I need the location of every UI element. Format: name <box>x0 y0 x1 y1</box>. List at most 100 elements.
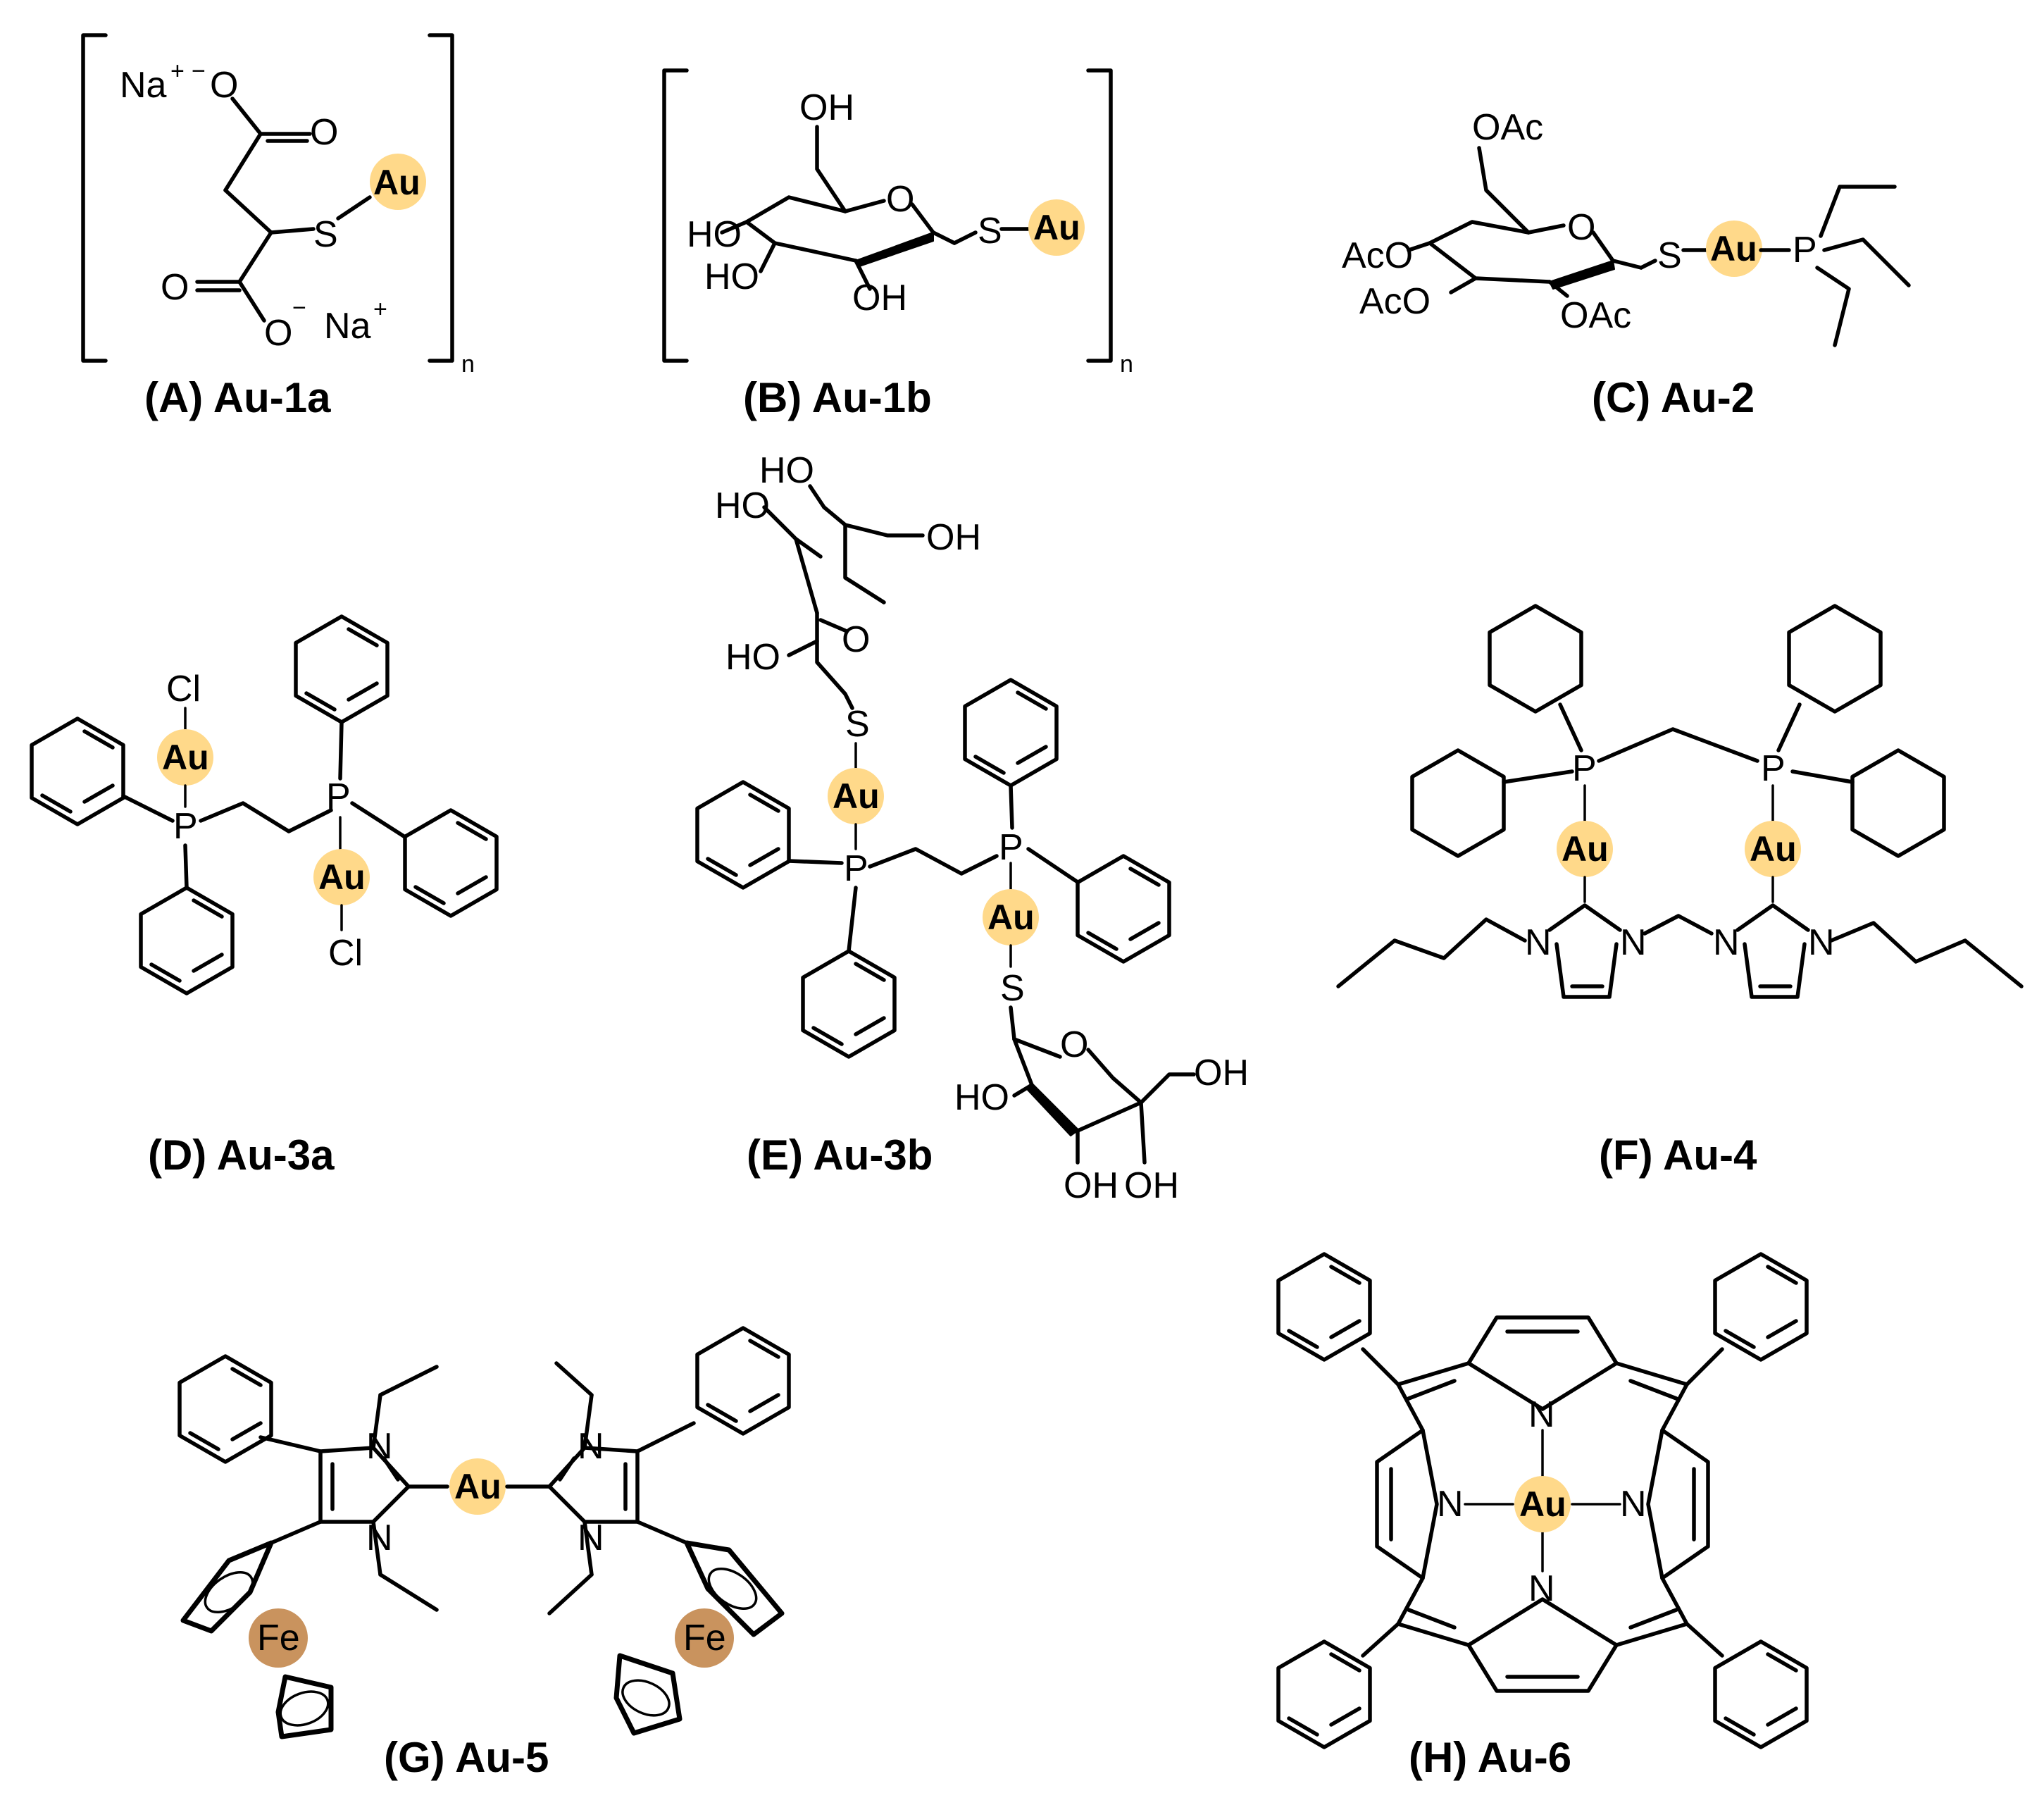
gold-atom-label: Au <box>987 898 1035 937</box>
phenyl-ring <box>697 1328 789 1434</box>
hydroxyl-label: OH <box>1064 1165 1118 1206</box>
hydroxyl-label: OH <box>926 517 981 558</box>
phenyl-ring <box>1715 1642 1807 1747</box>
gold-highlight <box>983 889 1039 945</box>
oxygen-label: O <box>264 313 292 354</box>
acetoxy-label: AcO <box>1342 235 1413 276</box>
panel-e-au-3b: HO HO OH O HO S Au P P Au S O OH HO OH O… <box>697 450 1249 1206</box>
sodium-label: Na <box>120 65 167 106</box>
minus-sign: − <box>192 58 206 85</box>
panel-f-au-4: P P Au Au N N N N (F) Au-4 <box>1336 606 2024 1179</box>
phenyl-ring <box>1278 1642 1370 1747</box>
hydroxyl-label: HO <box>759 450 814 491</box>
phenyl-ring <box>296 616 387 722</box>
caption-b: (B) Au-1b <box>743 374 932 421</box>
gold-highlight <box>1745 821 1801 877</box>
phosphorus-label: P <box>844 848 868 889</box>
hydroxyl-label: HO <box>725 637 780 678</box>
phenyl-ring <box>1278 1254 1370 1360</box>
gold-atom-label: Au <box>1519 1484 1566 1524</box>
hydroxyl-label: OH <box>799 87 854 128</box>
iron-highlight <box>249 1608 308 1668</box>
gold-atom-label: Au <box>1710 229 1757 268</box>
gold-atom-label: Au <box>833 776 880 816</box>
acetoxy-label: OAc <box>1472 107 1543 148</box>
sulfur-label: S <box>313 214 338 255</box>
plus-sign: + <box>373 296 387 323</box>
nitrogen-label: N <box>1808 922 1835 963</box>
phenyl-ring <box>1715 1254 1807 1360</box>
caption-c: (C) Au-2 <box>1592 374 1755 421</box>
phenyl-ring <box>141 888 232 993</box>
panel-g-au-5: N N Au N N Fe Fe (G) Au-5 <box>180 1328 789 1781</box>
minus-sign: − <box>292 294 306 321</box>
phosphorus-label: P <box>1793 230 1817 271</box>
hydroxyl-label: HO <box>687 214 742 255</box>
sulfur-label: S <box>1657 235 1682 276</box>
cyclohexyl-ring <box>1852 750 1944 856</box>
sulfur-label: S <box>978 211 1002 252</box>
phenyl-ring <box>965 680 1057 786</box>
phosphorus-label: P <box>173 806 198 847</box>
panel-a-au-1a: n Na + − O O S Au O O − Na + (A) Au-1a <box>81 33 475 421</box>
nitrogen-label: N <box>1713 922 1740 963</box>
caption-d: (D) Au-3a <box>148 1131 335 1179</box>
caption-g: (G) Au-5 <box>384 1734 549 1781</box>
phosphorus-label: P <box>1572 748 1597 789</box>
caption-h: (H) Au-6 <box>1409 1734 1571 1781</box>
cyclohexyl-ring <box>1789 606 1881 712</box>
ring-oxygen-label: O <box>886 179 914 220</box>
nitrogen-label: N <box>578 1426 604 1467</box>
gold-atom-label: Au <box>162 738 209 777</box>
caption-f: (F) Au-4 <box>1599 1131 1757 1179</box>
gold-atom-label: Au <box>454 1467 501 1506</box>
phenyl-ring <box>697 782 789 888</box>
cyclohexyl-ring <box>1412 750 1504 856</box>
nitrogen-label: N <box>1525 922 1552 963</box>
nitrogen-label: N <box>366 1426 393 1467</box>
caption-e: (E) Au-3b <box>747 1131 933 1179</box>
hydroxyl-label: OH <box>1194 1053 1249 1093</box>
acetoxy-label: OAc <box>1560 295 1631 336</box>
hydroxyl-label: OH <box>1124 1165 1179 1206</box>
nitrogen-label: N <box>1528 1568 1555 1609</box>
gold-highlight <box>157 729 213 786</box>
iron-atom-label: Fe <box>683 1618 726 1658</box>
nitrogen-label: N <box>1620 922 1647 963</box>
gold-highlight <box>1706 221 1762 277</box>
nitrogen-label: N <box>366 1518 393 1558</box>
hydroxyl-label: HO <box>954 1077 1009 1118</box>
ring-oxygen-label: O <box>1060 1024 1088 1065</box>
phosphorus-label: P <box>1761 748 1786 789</box>
phenyl-ring <box>405 810 497 916</box>
gold-highlight <box>1028 199 1085 256</box>
panel-d-au-3a: Cl Au P P Au Cl (D) Au-3a <box>32 616 497 1179</box>
gold-atom-label: Au <box>1033 208 1080 247</box>
phenyl-ring <box>803 951 895 1057</box>
iron-atom-label: Fe <box>257 1618 300 1658</box>
ring-oxygen-label: O <box>842 619 870 660</box>
chlorine-label: Cl <box>328 933 363 974</box>
panel-b-au-1b: n OH O HO HO OH S Au (B) Au-1b <box>662 68 1133 421</box>
hydroxyl-label: HO <box>715 485 770 526</box>
cyclohexyl-ring <box>1490 606 1581 712</box>
gold-highlight <box>828 768 884 824</box>
nitrogen-label: N <box>1528 1394 1555 1435</box>
panel-c-au-2: OAc O AcO AcO OAc S Au P (C) Au-2 <box>1342 107 1911 421</box>
phenyl-ring <box>32 719 123 824</box>
gold-atom-label: Au <box>1562 829 1609 869</box>
oxygen-label: O <box>310 112 338 153</box>
caption-a: (A) Au-1a <box>144 374 331 421</box>
gold-atom-label: Au <box>318 857 366 897</box>
oxygen-label: O <box>161 267 189 308</box>
gold-highlight <box>1514 1476 1571 1532</box>
sulfur-label: S <box>845 704 870 745</box>
nitrogen-label: N <box>1437 1484 1464 1525</box>
sulfur-label: S <box>1000 968 1025 1009</box>
gold-atom-label: Au <box>1750 829 1797 869</box>
polymer-n-label: n <box>1120 351 1133 378</box>
gold-highlight <box>449 1458 506 1515</box>
hydroxyl-label: HO <box>704 256 759 297</box>
sodium-label: Na <box>324 306 371 347</box>
